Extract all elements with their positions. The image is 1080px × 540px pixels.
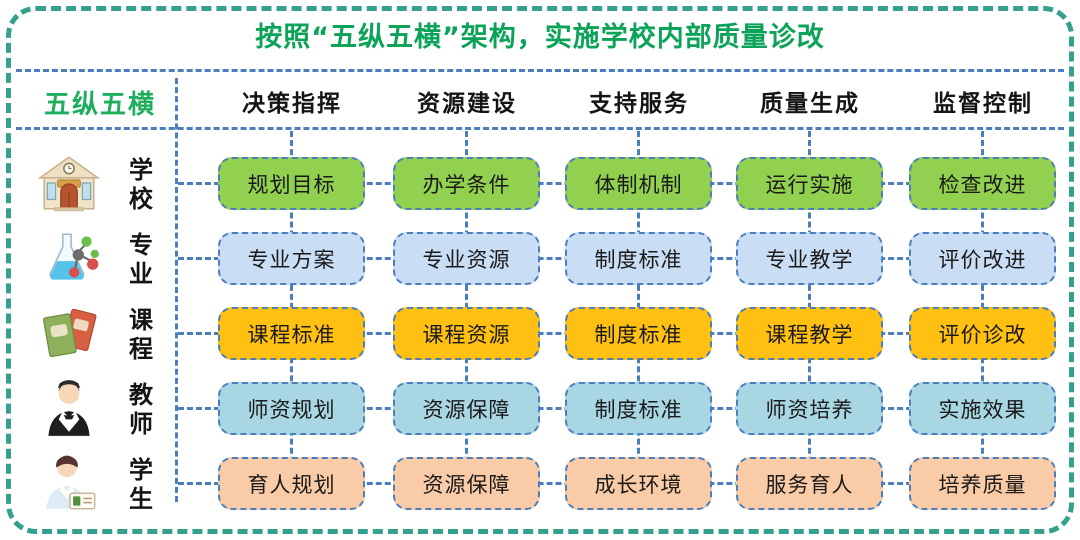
- matrix-cell: 实施效果: [909, 382, 1056, 435]
- books-icon: [36, 301, 102, 367]
- matrix-cell: 资源保障: [393, 382, 540, 435]
- flask-icon: [36, 226, 102, 292]
- matrix-cell: 专业资源: [393, 232, 540, 285]
- student-icon: [36, 451, 102, 517]
- row-label-student: 学生: [129, 456, 153, 513]
- matrix-cell: 培养质量: [909, 457, 1056, 510]
- row-label-school: 学校: [129, 156, 153, 213]
- diagram-title: 按照“五纵五横”架构，实施学校内部质量诊改: [255, 22, 825, 53]
- column-header-support: 支持服务: [589, 91, 689, 117]
- matrix-cell: 运行实施: [736, 157, 883, 210]
- header-divider-line: [16, 127, 1064, 130]
- matrix-cell: 资源保障: [393, 457, 540, 510]
- row-label-major: 专业: [129, 231, 153, 288]
- matrix-cell: 体制机制: [565, 157, 712, 210]
- matrix-cell: 专业教学: [736, 232, 883, 285]
- matrix-cell: 服务育人: [736, 457, 883, 510]
- column-header-quality: 质量生成: [760, 91, 860, 117]
- matrix-cell: 规划目标: [218, 157, 365, 210]
- corner-label: 五纵五横: [43, 90, 156, 120]
- matrix-cell: 课程标准: [218, 307, 365, 360]
- matrix-cell: 课程资源: [393, 307, 540, 360]
- matrix-cell: 制度标准: [565, 382, 712, 435]
- matrix-cell: 师资规划: [218, 382, 365, 435]
- matrix-cell: 评价诊改: [909, 307, 1056, 360]
- column-header-resources: 资源建设: [417, 91, 517, 117]
- matrix-cell: 制度标准: [565, 307, 712, 360]
- matrix-cell: 育人规划: [218, 457, 365, 510]
- column-header-supervision: 监督控制: [933, 91, 1033, 117]
- school-icon: [36, 151, 102, 217]
- matrix-cell: 制度标准: [565, 232, 712, 285]
- matrix-cell: 师资培养: [736, 382, 883, 435]
- matrix-cell: 办学条件: [393, 157, 540, 210]
- matrix-cell: 课程教学: [736, 307, 883, 360]
- title-divider-line: [16, 69, 1064, 72]
- matrix-cell: 检查改进: [909, 157, 1056, 210]
- column-header-decision: 决策指挥: [242, 91, 342, 117]
- teacher-icon: [36, 376, 102, 442]
- row-label-course: 课程: [129, 306, 153, 363]
- label-column-divider-line: [175, 78, 178, 502]
- matrix-cell: 评价改进: [909, 232, 1056, 285]
- row-label-teacher: 教师: [129, 381, 153, 438]
- matrix-cell: 成长环境: [565, 457, 712, 510]
- matrix-cell: 专业方案: [218, 232, 365, 285]
